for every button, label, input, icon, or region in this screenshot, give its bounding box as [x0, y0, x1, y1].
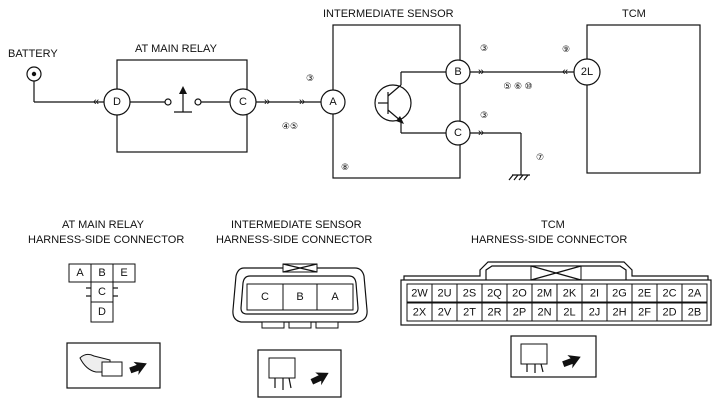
- sensor-connector-thumbnail: [257, 349, 342, 398]
- tcm-pin: 2D: [662, 307, 676, 319]
- connector-mark: »: [478, 66, 484, 78]
- svg-text:A: A: [329, 96, 337, 108]
- connector-mark: «: [93, 96, 99, 108]
- connector-mark: »: [478, 127, 484, 139]
- at-main-relay-box: [116, 59, 248, 153]
- connector-mark: «: [562, 66, 568, 78]
- note-b-bottom: ⑤ ⑥ ⑩: [503, 81, 532, 91]
- svg-text:C: C: [454, 127, 462, 139]
- tcm-label: TCM: [622, 8, 646, 20]
- tcm-pin: 2H: [612, 307, 626, 319]
- relay-pin: E: [120, 267, 127, 279]
- intermediate-sensor-label: INTERMEDIATE SENSOR: [323, 8, 454, 20]
- relay-pin: D: [98, 306, 106, 318]
- at-main-relay-label: AT MAIN RELAY: [135, 43, 218, 55]
- tcm-pin: 2K: [563, 288, 577, 300]
- tcm-pin: 2S: [463, 288, 476, 300]
- tcm-pin: 2R: [487, 307, 501, 319]
- connector-mark: »: [299, 96, 305, 108]
- tcm-box: [586, 24, 701, 174]
- tcm-pin: 2A: [688, 288, 702, 300]
- battery-label: BATTERY: [8, 48, 58, 60]
- tcm-pin: 2L: [563, 307, 575, 319]
- relay-connector-subtitle: HARNESS-SIDE CONNECTOR: [28, 234, 184, 246]
- tcm-pin: 2B: [688, 307, 701, 319]
- note-c-top: ③: [480, 110, 488, 120]
- svg-text:2L: 2L: [581, 66, 593, 78]
- tcm-pin: 2U: [437, 288, 451, 300]
- svg-text:B: B: [454, 66, 461, 78]
- sensor-pin: B: [296, 291, 303, 303]
- sensor-connector-subtitle: HARNESS-SIDE CONNECTOR: [216, 234, 372, 246]
- ground-symbol: [508, 174, 530, 181]
- tcm-terminal-2l: [573, 58, 601, 86]
- relay-connector-thumbnail: [66, 342, 161, 389]
- tcm-pin: 2Q: [487, 288, 502, 300]
- tcm-pin-cell: [681, 283, 708, 303]
- tcm-pin: 2F: [638, 307, 651, 319]
- svg-text:C: C: [239, 96, 247, 108]
- note-a-bottom: ④⑤: [282, 121, 298, 131]
- tcm-connector-thumbnail: [510, 335, 597, 378]
- note-b-top: ③: [480, 43, 488, 53]
- relay-pin: A: [76, 267, 84, 279]
- sensor-connector-title: INTERMEDIATE SENSOR: [231, 219, 362, 231]
- tcm-connector-face: 2W 2U 2S 2Q 2O 2M 2K 2I 2G 2E 2C 2A 2X 2V 2T 2R 2P 2N 2L 2J…: [400, 261, 712, 326]
- relay-pin: C: [98, 286, 106, 298]
- note-a-top: ③: [306, 73, 314, 83]
- svg-text:D: D: [113, 96, 121, 108]
- tcm-pin: 2I: [590, 288, 599, 300]
- connector-mark: »: [264, 96, 270, 108]
- tcm-pin-cell: [681, 302, 708, 322]
- tcm-pin: 2V: [438, 307, 452, 319]
- sensor-pin: A: [331, 291, 339, 303]
- tcm-pin: 2W: [411, 288, 428, 300]
- tcm-pin: 2J: [589, 307, 601, 319]
- note-tcm-top: ⑨: [562, 44, 570, 54]
- tcm-connector-subtitle: HARNESS-SIDE CONNECTOR: [471, 234, 627, 246]
- relay-connector-face: [68, 263, 136, 323]
- intermediate-sensor-box: [332, 24, 461, 179]
- sensor-connector-face: [232, 263, 368, 329]
- tcm-pin: 2X: [413, 307, 427, 319]
- tcm-pin: 2P: [513, 307, 526, 319]
- tcm-pin: 2C: [662, 288, 676, 300]
- tcm-pin: 2E: [638, 288, 651, 300]
- sensor-pin: C: [261, 291, 269, 303]
- note-ground: ⑦: [536, 152, 544, 162]
- battery-symbol: [26, 66, 42, 102]
- tcm-connector-title: TCM: [541, 219, 565, 231]
- relay-connector-title: AT MAIN RELAY: [62, 219, 145, 231]
- relay-pin: B: [98, 267, 105, 279]
- tcm-pin: 2G: [612, 288, 627, 300]
- tcm-pin: 2N: [537, 307, 551, 319]
- sensor-terminal-a: [320, 89, 346, 115]
- note-sensor-box: ⑧: [341, 162, 349, 172]
- tcm-pin: 2O: [512, 288, 527, 300]
- tcm-pin: 2M: [537, 288, 552, 300]
- transistor-symbol: [374, 71, 446, 134]
- tcm-pin: 2T: [463, 307, 476, 319]
- relay-contact-switch: [130, 86, 230, 113]
